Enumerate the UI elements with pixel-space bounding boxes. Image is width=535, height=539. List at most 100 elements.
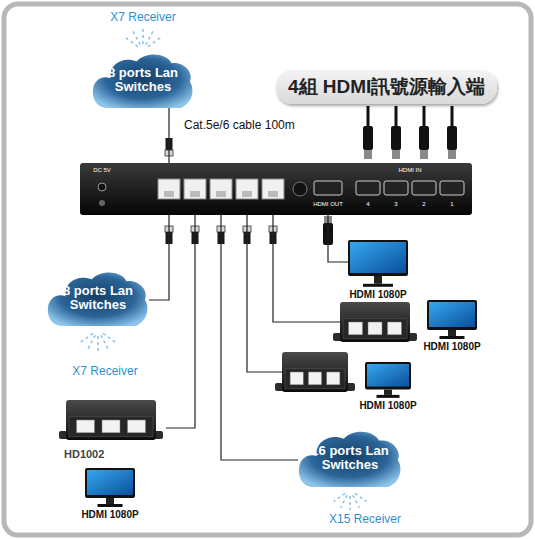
rj45-port [236,179,258,199]
box-front [285,369,345,389]
cat-cable [328,215,348,262]
node-text: 4 [366,201,369,207]
monitor-base [363,284,393,287]
box-body [340,302,410,342]
note-label: X15 Receiver [329,512,401,526]
box-front [343,319,407,339]
hdmi-plug-body [447,126,457,150]
signal-rays [334,493,367,510]
monitor-screen [87,470,133,495]
node-text: DC 5V [93,167,111,173]
monitor-screen [429,302,475,327]
hdmi-monitor: HDMI 1080P [359,362,416,411]
page-frame [4,4,531,535]
port [368,322,382,335]
cat-cable [149,215,169,300]
hdmi-cable [391,106,401,159]
rj45-port [184,179,206,199]
hdmi-cable [419,106,429,159]
node-text: 16 ports Lan Switches [307,444,393,473]
signal-ray [341,495,348,507]
receiver-box [333,302,417,342]
monitor-base [440,336,465,339]
box-front [69,417,153,437]
node-text: HDMI 1080P [359,400,416,411]
hdmi-monitor: HDMI 1080P [81,468,138,520]
node-text: 4組 HDMI訊號源輸入端 [288,74,485,100]
node-text: HDMI OUT [313,201,343,207]
signal-ray [349,496,351,510]
monitor-screen [350,242,406,273]
note-label: X7 Receiver [110,10,175,24]
lan-switch-cloud: 16 ports Lan Switches [298,429,402,487]
box-body [66,400,156,440]
monitor-screen [367,364,409,387]
signal-ray [103,333,118,343]
button [293,182,307,196]
signal-ray [148,36,163,46]
receiver-box [59,400,163,440]
hdmi-plug-tip [364,150,372,159]
hdmi-plug-tip [420,150,428,159]
signal-ray [334,493,345,501]
monitor-stand [384,390,392,395]
monitor-base [377,395,400,398]
monitor-stand [106,498,114,504]
hdmi-plug-tip [448,150,456,159]
note-label: X7 Receiver [72,364,137,378]
signal-ray [355,493,366,501]
hdmi-cable [363,106,373,159]
cat-cable [247,215,282,372]
monitor-stand [374,276,382,284]
rj45-port [158,179,180,199]
monitor-stand [448,330,456,336]
port [349,322,363,335]
node-text: HDMI IN [399,167,422,173]
monitor-bezel [365,362,411,390]
hdmi-plug-body [363,126,373,150]
cat-cable [273,215,340,322]
port [388,322,402,335]
rj45-port [210,179,232,199]
hdmi-in-port [384,181,408,195]
hdmi-cable [447,106,457,159]
rj45-slot [164,191,174,197]
hdmi-monitor: HDMI 1080P [348,240,408,300]
hdmi-in-port [440,181,464,195]
rj45-port [262,179,284,199]
node-text: 3 [394,201,397,207]
hdmi-out-port [314,181,342,195]
node-text: HDMI 1080P [423,341,480,352]
node-text: 8 ports Lan Switches [55,284,141,313]
rj45-slot [216,191,226,197]
rj45-slot [190,191,200,197]
receiver-box [275,352,355,392]
node-text: HDMI 1080P [349,289,406,300]
monitor-icon [85,468,135,507]
monitor-bezel [85,468,135,498]
node-text: HD1002 [56,448,166,460]
receiver-icon [56,398,166,444]
port [327,372,340,385]
cloud-outline [48,273,148,326]
port [128,420,146,433]
cat-cable [168,108,169,163]
monitor-icon [348,240,408,287]
node-text: 8 ports Lan Switches [100,66,186,95]
rj45-slot [242,191,252,197]
node-text: HDMI 1080P [81,509,138,520]
hdmi-in-port [356,181,380,195]
lan-switch-cloud: 8 ports Lan Switches [92,52,194,108]
signal-ray [87,335,95,351]
signal-rays [78,333,117,354]
signal-ray [97,336,99,354]
signal-ray [353,495,360,507]
port [77,420,95,433]
note-label: Cat.5e/6 cable 100m [184,118,295,132]
cat-cable [221,215,298,460]
dc-jack [98,183,106,191]
port [290,372,303,385]
monitor-base [98,504,123,507]
node-text: 2 [422,201,425,207]
lan-switch-cloud: 8 ports Lan Switches [47,270,149,326]
